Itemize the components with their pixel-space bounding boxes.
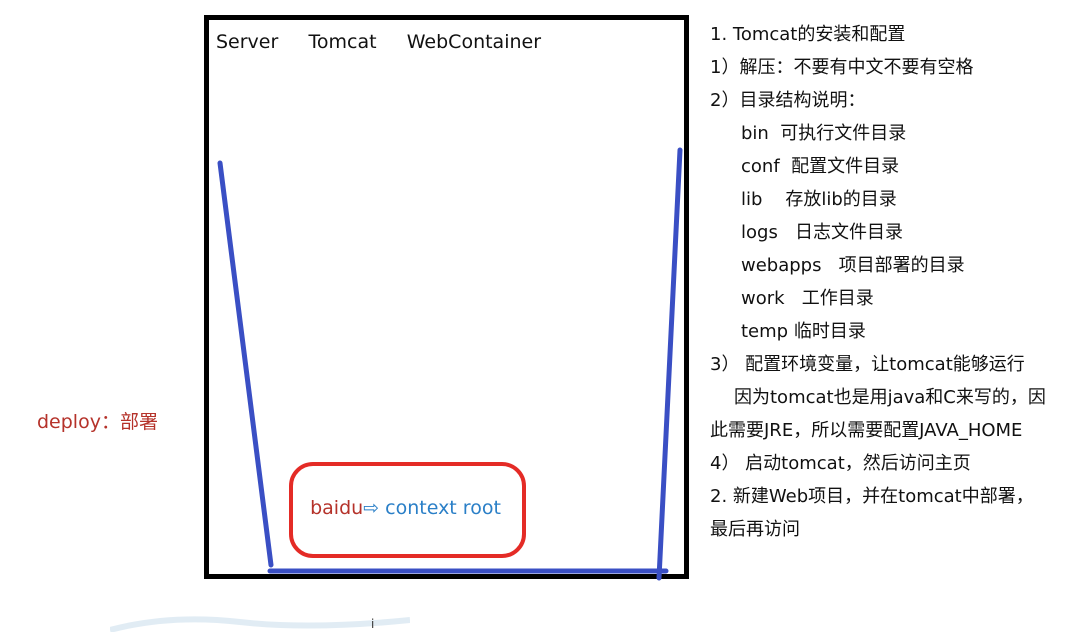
note-line: lib 存放lib的目录 bbox=[741, 189, 897, 210]
cup-right-line bbox=[656, 147, 683, 581]
note-line: 2）目录结构说明： bbox=[710, 90, 866, 111]
note-line: work 工作目录 bbox=[741, 288, 874, 309]
note-line: 最后再访问 bbox=[710, 519, 800, 540]
cup-left-line bbox=[217, 160, 274, 568]
note-line: 因为tomcat也是用java和C来写的，因 bbox=[734, 387, 1046, 408]
note-line: 此需要JRE，所以需要配置JAVA_HOME bbox=[710, 420, 1023, 441]
deploy-label: deploy：部署 bbox=[37, 411, 158, 433]
note-line: 1）解压：不要有中文不要有空格 bbox=[710, 57, 974, 78]
context-root-text: context root bbox=[379, 497, 501, 519]
context-root-box bbox=[289, 462, 526, 558]
note-line: webapps 项目部署的目录 bbox=[741, 255, 965, 276]
context-root-label: baidu⇨ context root bbox=[298, 475, 501, 519]
server-frame bbox=[204, 15, 689, 579]
app-name: baidu bbox=[310, 497, 364, 519]
note-line: conf 配置文件目录 bbox=[741, 156, 900, 177]
note-line: bin 可执行文件目录 bbox=[741, 123, 907, 144]
note-line: logs 日志文件目录 bbox=[741, 222, 903, 243]
note-line: 2. 新建Web项目，并在tomcat中部署， bbox=[710, 486, 1034, 507]
note-line: 4） 启动tomcat，然后访问主页 bbox=[710, 453, 971, 474]
right-arrow-icon: ⇨ bbox=[363, 497, 380, 519]
note-line: 3） 配置环境变量，让tomcat能够运行 bbox=[710, 354, 1025, 375]
frame-title: Server Tomcat WebContainer bbox=[216, 31, 542, 53]
notes-list: 1. Tomcat的安装和配置 1）解压：不要有中文不要有空格 2）目录结构说明… bbox=[710, 18, 1070, 546]
note-line: 1. Tomcat的安装和配置 bbox=[710, 24, 906, 45]
watermark bbox=[110, 616, 410, 632]
note-line: temp 临时目录 bbox=[741, 321, 866, 342]
text-cursor-icon: ⅰ bbox=[371, 617, 375, 631]
